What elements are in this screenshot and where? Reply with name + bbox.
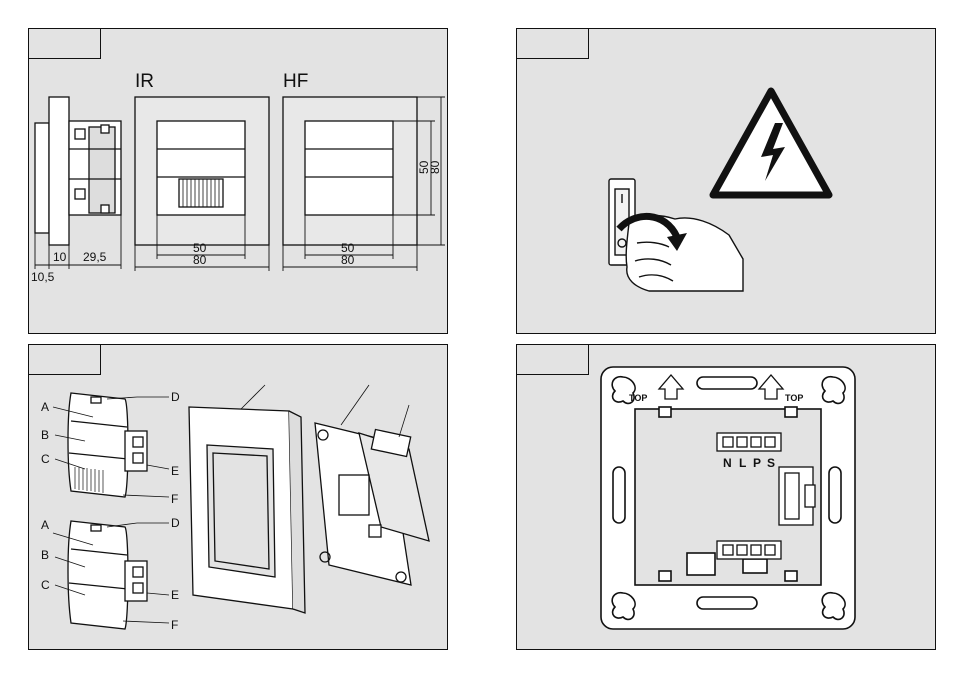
terminal-block-bottom bbox=[717, 541, 781, 559]
label-d-bottom: D bbox=[171, 516, 180, 530]
terminal-block-top bbox=[717, 433, 781, 451]
ir-front-view bbox=[135, 97, 269, 245]
terminal-label-s: S bbox=[767, 456, 775, 470]
top-label-left: TOP bbox=[629, 393, 647, 403]
top-label-right: TOP bbox=[785, 393, 803, 403]
dim-ir-80: 80 bbox=[193, 253, 207, 267]
dimensions-panel: 10,5 10 29,5 IR 50 bbox=[28, 28, 448, 334]
hf-label: HF bbox=[283, 71, 308, 92]
components-drawing: A B C D E F A B C D E F bbox=[29, 345, 448, 650]
ir-sensor-module bbox=[68, 393, 147, 497]
connector-socket bbox=[779, 467, 815, 525]
label-f-top: F bbox=[171, 492, 178, 506]
label-d-top: D bbox=[171, 390, 180, 404]
mounting-plate-panel: TOP TOP N L P S bbox=[516, 344, 936, 650]
hand-icon bbox=[626, 216, 743, 291]
mounting-plate-insert bbox=[315, 423, 429, 585]
dim-side-29-5: 29,5 bbox=[83, 250, 107, 264]
label-a-bottom: A bbox=[41, 518, 49, 532]
hf-sensor-module bbox=[68, 521, 147, 629]
dimension-drawing: 10,5 10 29,5 IR 50 bbox=[29, 29, 448, 334]
warning-drawing bbox=[517, 29, 936, 334]
dim-side-10: 10 bbox=[53, 250, 67, 264]
hf-front-view bbox=[283, 97, 417, 245]
dim-hf-80: 80 bbox=[341, 253, 355, 267]
mounting-plate-drawing: TOP TOP N L P S bbox=[517, 345, 936, 650]
terminal-label-p: P bbox=[753, 456, 761, 470]
dim-side-10-5: 10,5 bbox=[31, 270, 55, 284]
cover-frame bbox=[189, 407, 305, 613]
components-panel: A B C D E F A B C D E F bbox=[28, 344, 448, 650]
terminal-label-n: N bbox=[723, 456, 732, 470]
label-c-bottom: C bbox=[41, 578, 50, 592]
label-b-top: B bbox=[41, 428, 49, 442]
label-e-bottom: E bbox=[171, 588, 179, 602]
label-c-top: C bbox=[41, 452, 50, 466]
terminal-label-l: L bbox=[739, 456, 746, 470]
dim-vertical-80: 80 bbox=[428, 160, 442, 174]
label-a-top: A bbox=[41, 400, 49, 414]
safety-warning-panel bbox=[516, 28, 936, 334]
high-voltage-warning-icon bbox=[713, 91, 829, 195]
side-view bbox=[35, 97, 121, 245]
label-b-bottom: B bbox=[41, 548, 49, 562]
ir-label: IR bbox=[135, 71, 154, 92]
label-e-top: E bbox=[171, 464, 179, 478]
mounting-plate bbox=[601, 367, 855, 629]
label-f-bottom: F bbox=[171, 618, 178, 632]
